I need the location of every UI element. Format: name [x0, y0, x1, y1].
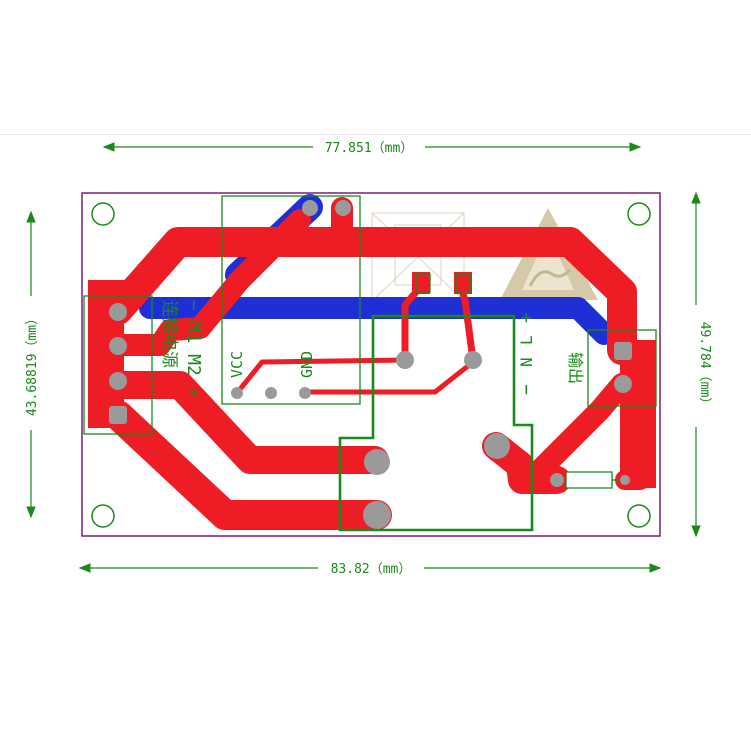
relay-outline: [338, 314, 534, 532]
left-connector-outline: [83, 295, 153, 435]
top-trace: [234, 357, 408, 396]
pad: [299, 387, 311, 399]
pad: [231, 387, 243, 399]
pad: [614, 375, 632, 393]
resistor-outline: [565, 471, 613, 489]
top-band: [0, 0, 751, 135]
gnd-label: GND: [298, 351, 316, 378]
header-outline: [221, 195, 361, 405]
dimension-left-label: 43.68819（mm）: [25, 312, 40, 416]
pad: [464, 351, 482, 369]
mounting-hole: [91, 504, 115, 528]
silkscreen-outlines: [83, 195, 657, 532]
mounting-hole: [91, 202, 115, 226]
right-pin-n: N: [517, 357, 536, 367]
top-trace: [98, 371, 389, 474]
dimension-top-label: 77.851（mm）: [325, 141, 414, 156]
mounting-holes: [91, 202, 651, 528]
pad: [265, 387, 277, 399]
pad: [109, 303, 127, 321]
pad: [364, 449, 390, 475]
pads: [109, 200, 632, 529]
left-connector-pins: − M1 M2 +: [183, 300, 204, 398]
mounting-hole: [627, 504, 651, 528]
left-connector-labels: − M1 M2 + 连接电源: [159, 300, 204, 398]
smd-pad: [412, 272, 430, 294]
pad: [614, 342, 632, 360]
pad: [396, 351, 414, 369]
vcc-label: VCC: [228, 351, 246, 378]
right-connector-caption: 输出: [566, 352, 585, 384]
top-trace: [529, 373, 633, 481]
pad: [363, 501, 391, 529]
right-connector-pour: [620, 340, 656, 488]
mounting-hole: [627, 202, 651, 226]
top-trace: [103, 227, 637, 365]
left-connector-caption: 连接电源: [159, 300, 179, 368]
right-pin-minus: −: [516, 384, 537, 395]
right-pin-plus: +: [516, 312, 537, 323]
pad: [109, 337, 127, 355]
pad: [302, 200, 318, 216]
dimension-bottom-label: 83.82（mm）: [331, 562, 412, 577]
top-trace: [103, 400, 392, 530]
right-connector-labels: − N L +: [516, 312, 537, 395]
top-trace: [302, 359, 476, 395]
bottom-trace: [139, 297, 615, 345]
right-connector-outline: [587, 329, 657, 407]
pad: [620, 475, 630, 485]
pad: [484, 433, 510, 459]
right-pin-l: L: [517, 335, 536, 345]
pad: [109, 406, 127, 424]
pad: [109, 372, 127, 390]
pad: [550, 473, 564, 487]
smd-pad: [454, 272, 472, 294]
pad: [335, 200, 351, 216]
dimension-right-label: 49.784（mm）: [697, 322, 712, 411]
